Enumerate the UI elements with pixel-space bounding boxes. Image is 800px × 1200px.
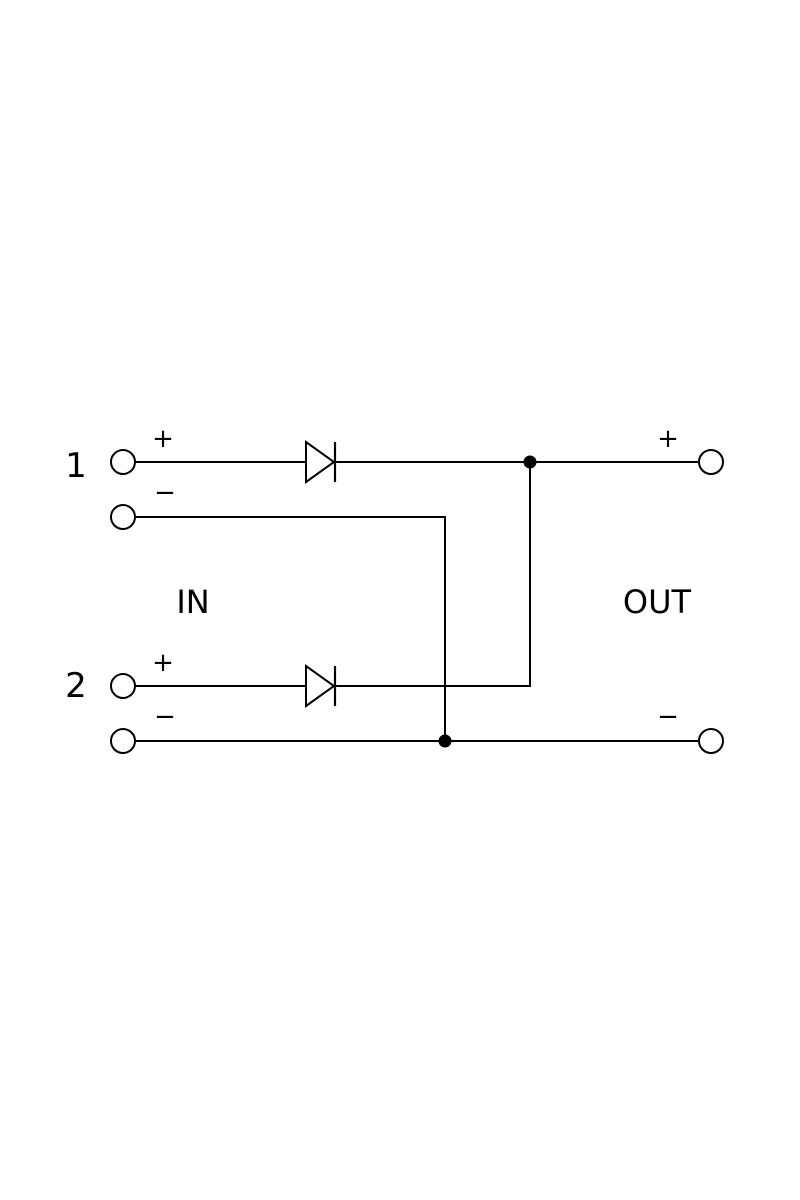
wire-diode2-to-plus-junction — [336, 462, 531, 687]
input-2-minus-sign: − — [154, 702, 176, 732]
diode-2-triangle — [305, 664, 336, 708]
minus-junction-dot — [438, 734, 452, 748]
input-1-number: 1 — [65, 446, 87, 486]
output-minus-sign: − — [657, 702, 679, 732]
input-1-minus-sign: − — [154, 478, 176, 508]
terminal-in2-plus — [110, 673, 136, 699]
terminal-in1-minus — [110, 504, 136, 530]
out-label: OUT — [623, 583, 692, 621]
diode-2 — [305, 664, 337, 708]
terminal-in1-plus — [110, 449, 136, 475]
in-label: IN — [176, 583, 209, 621]
terminal-out-minus — [698, 728, 724, 754]
input-1-plus-sign: + — [152, 424, 174, 454]
input-2-plus-sign: + — [152, 648, 174, 678]
diode-1 — [305, 440, 337, 484]
wire-in1-minus-to-bus — [136, 516, 446, 741]
terminal-in2-minus — [110, 728, 136, 754]
terminal-out-plus — [698, 449, 724, 475]
output-plus-sign: + — [657, 424, 679, 454]
plus-junction-dot — [523, 455, 537, 469]
input-2-number: 2 — [65, 666, 87, 706]
diode-1-triangle — [305, 440, 336, 484]
